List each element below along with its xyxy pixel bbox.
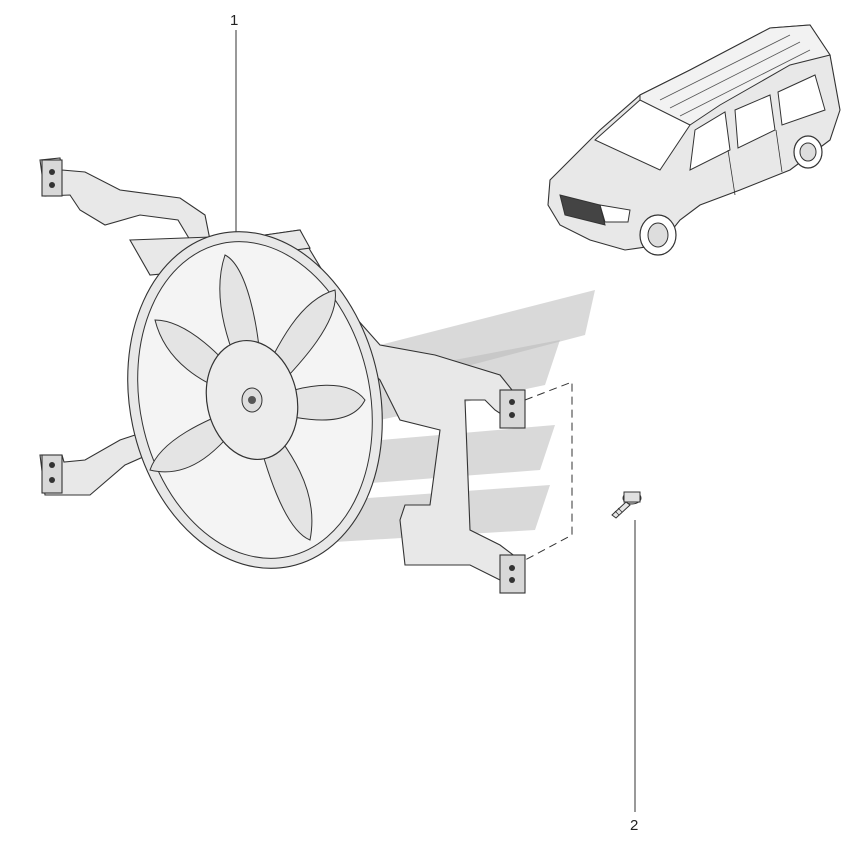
mounting-dash-line [524,381,573,561]
callout-label-1: 1 [230,12,239,29]
callout-label-2: 2 [630,817,639,834]
car-icon [547,24,841,256]
fan-assembly-icon [39,157,526,594]
bolt-icon [611,491,642,519]
